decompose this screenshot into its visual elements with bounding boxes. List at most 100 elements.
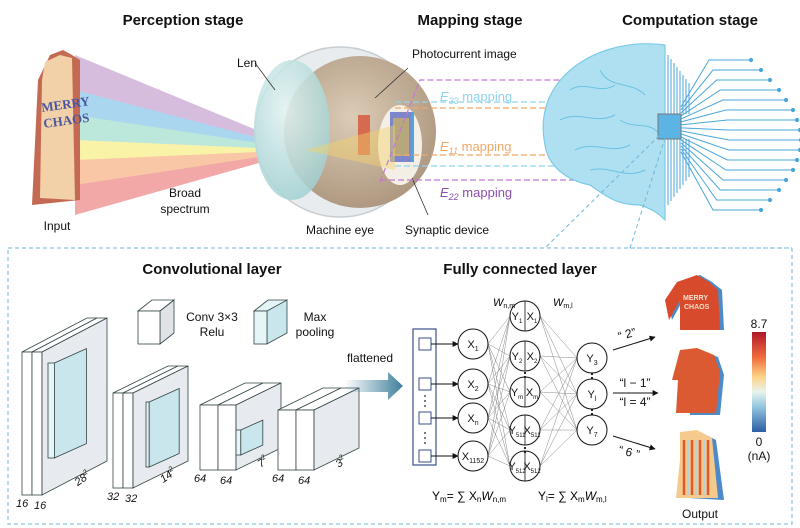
hidden-neuron-y-label: Y1: [512, 311, 523, 325]
brain-icon: [542, 43, 666, 222]
ellipsis-dot: [424, 437, 426, 439]
circuit-node: [783, 97, 789, 103]
hidden-neuron-x-label: X2: [527, 351, 538, 365]
conv-slab-front: [217, 404, 237, 471]
vector-cell: [418, 411, 432, 425]
output-sweater-image: MERRY CHAOS: [665, 275, 724, 330]
circuit-node: [790, 167, 796, 173]
circuit-trace: [680, 59, 751, 108]
output-neuron-label: Yl: [588, 389, 597, 403]
channel-label: 32: [125, 493, 137, 505]
class-arrow-2: [612, 335, 656, 351]
input-neuron: [457, 368, 489, 400]
weight-connection: [539, 355, 578, 359]
legend-conv-line2: Relu: [200, 325, 225, 339]
circuit-trace: [680, 130, 800, 141]
pool-block-front: [47, 362, 55, 459]
circuit-trace: [680, 109, 793, 123]
circuit-trace: [680, 142, 786, 181]
channel-label: 32: [107, 491, 119, 503]
perception-stage-title: Perception stage: [123, 12, 244, 29]
output-dress-image: [672, 348, 724, 415]
conv-slab-front: [277, 409, 297, 471]
vector-cell: [418, 337, 432, 351]
channel-label: 16: [34, 500, 47, 512]
ellipsis-dot: [523, 450, 527, 454]
ellipsis-dot: [424, 405, 426, 407]
conv-slab-front: [112, 392, 124, 489]
input-neuron-label: X2: [467, 379, 478, 393]
mapping-stage-title: Mapping stage: [417, 12, 522, 29]
channel-label: 64: [194, 473, 206, 485]
flattened-label: flattened: [347, 351, 393, 365]
circuit-icon: [667, 55, 800, 213]
circuit-trace: [680, 151, 761, 211]
input-neuron: [457, 440, 489, 472]
circuit-node: [794, 117, 800, 123]
ellipsis-dot: [424, 400, 426, 402]
conv-slab-front: [122, 392, 134, 489]
ellipsis-dot: [424, 432, 426, 434]
vector-cell: [418, 449, 432, 463]
ellipsis-dot: [424, 442, 426, 444]
circuit-trace: [680, 136, 797, 161]
output-neuron: [576, 378, 608, 410]
sweater-text-2: CHAOS: [684, 304, 710, 311]
weight-connection: [539, 315, 578, 359]
weight-connection: [539, 429, 578, 467]
input-neuron-label: X1: [467, 339, 478, 353]
circuit-node: [790, 107, 796, 113]
fc-layer-title: Fully connected layer: [443, 261, 597, 278]
weight-connection: [487, 315, 511, 419]
input-shirt-icon: MERRY CHAOS: [32, 50, 91, 205]
computation-stage-title: Computation stage: [622, 12, 758, 29]
legend-conv-line1: Conv 3×3: [186, 310, 238, 324]
weight-connection: [487, 355, 511, 385]
output-neuron: [576, 342, 608, 374]
conv-slab-front: [199, 404, 219, 471]
conv-slab-front: [31, 351, 43, 496]
sweater-text: MERRY: [683, 295, 708, 302]
pool-block-side: [148, 387, 180, 468]
colorbar-unit-label: (nA): [748, 449, 771, 463]
channel-label: 64: [298, 475, 310, 487]
circuit-node: [767, 197, 773, 203]
e33-mapping-label: E33 mapping: [440, 89, 512, 106]
circuit-trace: [680, 79, 770, 114]
pool-block-side: [54, 347, 87, 459]
weight-connection: [487, 355, 511, 457]
channel-label: 16: [16, 498, 29, 510]
weight-connection: [539, 391, 578, 431]
weight-connection: [539, 315, 578, 395]
circuit-trace: [680, 133, 800, 151]
machine-eye-label: Machine eye: [306, 223, 374, 237]
weight-connection: [487, 315, 511, 385]
class-arrow-6: [612, 435, 656, 451]
e11-mapping-label: E11 mapping: [440, 139, 512, 156]
circuit-node: [776, 187, 782, 193]
circuit-trace: [680, 69, 761, 111]
output-dress2-image: [676, 430, 724, 500]
weight-connection: [487, 455, 511, 467]
circuit-node: [783, 177, 789, 183]
weight-connection: [487, 417, 511, 467]
weight-ml-label: Wm,l: [553, 297, 573, 310]
photocurrent-image-label: Photocurrent image: [412, 47, 517, 61]
ellipsis-dot: [523, 371, 527, 375]
weight-connection: [487, 383, 511, 393]
output-neuron-label: Y3: [586, 353, 597, 367]
pool-block-front: [145, 401, 150, 468]
pool-block-front: [235, 429, 242, 456]
circuit-node: [758, 67, 764, 73]
input-neuron: [457, 328, 489, 360]
legend-pool-line1: Max: [304, 310, 327, 324]
circuit-node: [758, 207, 764, 213]
shirt-text-chaos: CHAOS: [42, 110, 90, 131]
weight-connection: [539, 393, 578, 467]
shirt-text-merry: MERRY: [40, 93, 91, 115]
len-leader: [254, 62, 276, 91]
conv-legend-box-icon: [136, 299, 176, 345]
